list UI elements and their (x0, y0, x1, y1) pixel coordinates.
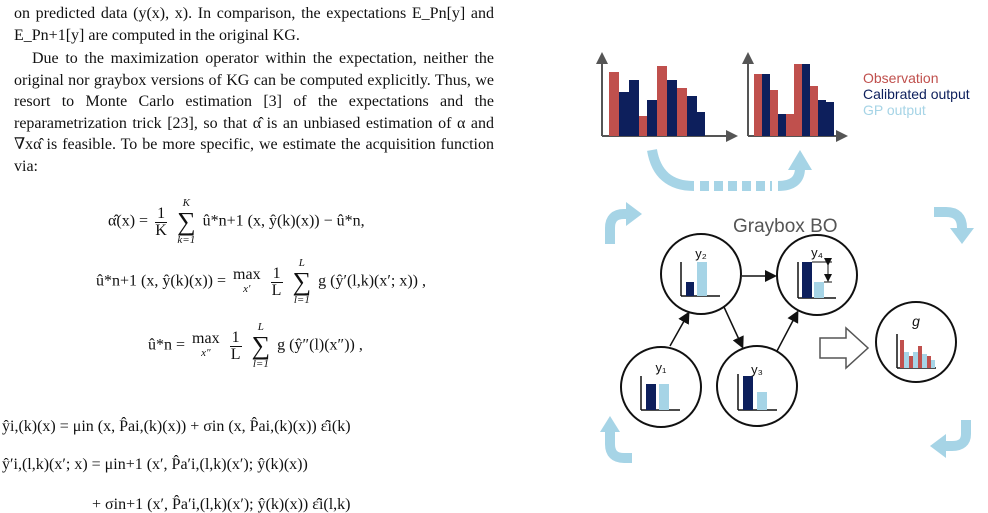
equation-y-hat-prime: ŷ′i,(l,k)(x′; x) = μin+1 (x′, P̂a′i,(l,k… (2, 456, 308, 473)
loop-arrow-lower-left (600, 416, 632, 463)
sum-upper: L (298, 257, 305, 269)
node-y3: y₃ (716, 345, 798, 427)
equation-y-hat-prime-cont: + σin+1 (x′, P̂a′i,(l,k)(x′); ŷ(k)(x)) ε… (92, 496, 351, 513)
node-label-y4: y₄ (811, 245, 823, 260)
legend-calibrated-output: Calibrated output (863, 86, 970, 102)
edge-arrows (669, 270, 799, 352)
sum-lower: l=1 (252, 358, 269, 370)
frac-num: 1 (229, 328, 242, 347)
equation-y-hat-i-k: ŷi,(k)(x) = μin (x, P̂ai,(k)(x)) + σin (… (2, 418, 351, 435)
loop-arrow-upper-left (605, 202, 642, 244)
frac-num: 1 (270, 264, 283, 283)
eq3-lhs: û*n = (148, 336, 186, 354)
node-label-y2: y₂ (695, 246, 707, 261)
sum-k: K∑k=1 (177, 197, 196, 246)
sum-lower: l=1 (293, 294, 310, 306)
node-label-g: g (912, 313, 920, 329)
sum-l: L∑l=1 (251, 321, 271, 370)
paragraph-monte-carlo: Due to the maximization operator within … (14, 50, 494, 175)
sum-upper: L (257, 321, 264, 333)
node-label-y1: y₁ (656, 360, 668, 375)
chart-observation-vs-calibrated-left (596, 52, 738, 142)
frac-den: L (230, 345, 241, 363)
legend-observation: Observation (863, 70, 939, 86)
node-y1: y₁ (620, 346, 702, 428)
frac-den: L (271, 281, 282, 299)
eq3-rhs: g (ŷ″(l)(x″)) , (277, 336, 363, 354)
node-y4: y₄ (776, 234, 858, 316)
sum-l: L∑l=1 (292, 257, 312, 306)
max-label: max (233, 266, 261, 283)
max-sub: x″ (201, 347, 211, 359)
loop-arrow-top (647, 148, 812, 191)
max-sub: x′ (243, 283, 251, 295)
figure-title-graybox-bo: Graybox BO (733, 216, 838, 237)
paper-text-column: on predicted data (y(x), x). In comparis… (2, 5, 494, 513)
sum-upper: K (182, 197, 190, 209)
frac-num: 1 (155, 204, 168, 223)
frac-den: K (155, 221, 167, 239)
chart-observation-vs-calibrated-right (742, 52, 848, 142)
eq2-lhs: û*n+1 (x, ŷ(k)(x)) = (96, 272, 227, 290)
figure-legend: Observation Calibrated output GP output (863, 70, 970, 118)
node-y2: y₂ (660, 233, 742, 315)
legend-gp-output: GP output (863, 102, 926, 118)
eq1-rhs: û*n+1 (x, ŷ(k)(x)) − û*n, (202, 212, 365, 230)
node-label-y3: y₃ (751, 362, 763, 377)
loop-arrow-upper-right (934, 207, 974, 244)
sum-lower: k=1 (177, 234, 196, 246)
graybox-bo-figure: y₂ y₄ y₁ y₃ (596, 52, 974, 463)
loop-arrow-lower-right (930, 420, 971, 458)
eq2-rhs: g (ŷ′(l,k)(x′; x)) , (318, 272, 426, 290)
node-g: g (875, 301, 957, 383)
block-arrow-to-g (819, 326, 870, 370)
paragraph-intro: on predicted data (y(x), x). In comparis… (14, 5, 494, 44)
max-label: max (192, 330, 220, 347)
eq1-lhs: α̂(x) = (108, 212, 149, 230)
